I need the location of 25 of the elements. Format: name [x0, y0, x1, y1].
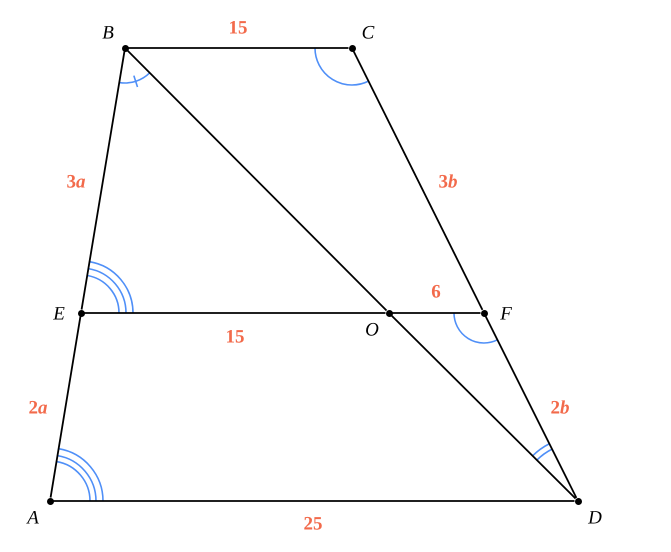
line-segment: [128, 47, 348, 49]
edge-label: 15: [226, 328, 244, 346]
line-segment: [392, 312, 480, 314]
line-segment: [390, 314, 576, 500]
line-segment: [352, 50, 484, 310]
line-segment: [54, 500, 574, 502]
edge-label: 6: [431, 282, 441, 302]
point-label: A: [27, 508, 39, 528]
line-segment: [484, 316, 578, 498]
edge-label: 25: [304, 514, 322, 534]
line-segment: [126, 50, 388, 312]
line-segment: [84, 312, 386, 314]
point-label: F: [500, 304, 512, 324]
point-label: B: [102, 24, 114, 42]
edge-label: 3b: [438, 172, 458, 192]
line-segment: [80, 51, 126, 310]
edge-label: 3a: [66, 172, 86, 192]
point-label: O: [365, 320, 379, 340]
point-label: C: [362, 24, 374, 42]
point-label: E: [53, 304, 65, 324]
edge-label: 2a: [28, 398, 48, 418]
edge-label: 2b: [550, 398, 570, 418]
point-label: D: [588, 508, 602, 528]
line-segment: [50, 316, 82, 498]
edge-label: 15: [228, 18, 248, 38]
